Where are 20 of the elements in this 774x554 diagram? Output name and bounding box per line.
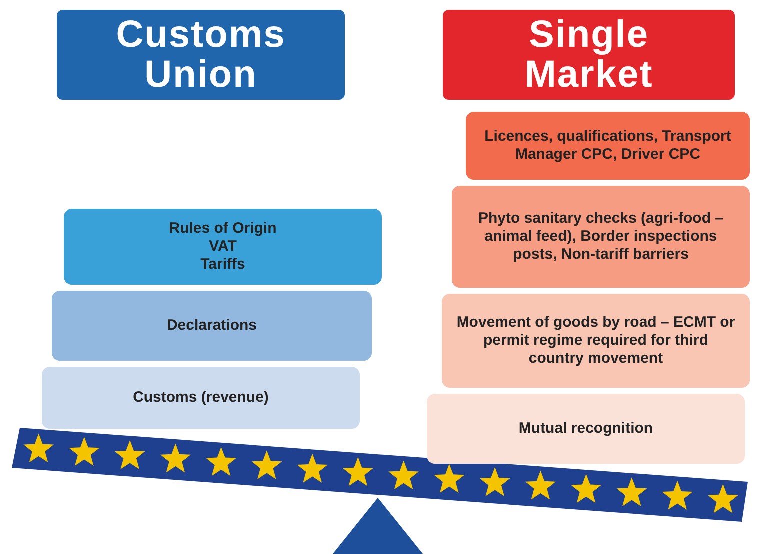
item-text: Declarations — [166, 317, 258, 335]
item-text: Mutual recognition — [518, 420, 654, 438]
item-block — [52, 291, 372, 361]
header-banner — [443, 10, 735, 100]
item-text: VAT — [209, 238, 237, 256]
item-block — [427, 394, 745, 464]
item-block — [64, 209, 382, 285]
item-block — [466, 112, 750, 180]
header-title: Single Market — [524, 15, 654, 95]
item-text: Licences, qualifications, Transport Manager CPC, Driver CPC — [484, 128, 732, 164]
item-text: Tariffs — [200, 256, 246, 274]
item-text: Rules of Origin — [169, 220, 277, 238]
item-block — [452, 186, 750, 288]
header-banner — [57, 10, 345, 100]
item-text: Movement of goods by road – ECMT or permit regime required for third country movement — [456, 314, 736, 368]
header-title: Customs Union — [115, 15, 287, 95]
item-text: Customs (revenue) — [133, 389, 269, 407]
item-block — [442, 294, 750, 388]
item-block — [42, 367, 360, 429]
item-text: Phyto sanitary checks (agri-food – animal feed), Border inspections posts, Non-tariff barriers — [477, 210, 725, 264]
